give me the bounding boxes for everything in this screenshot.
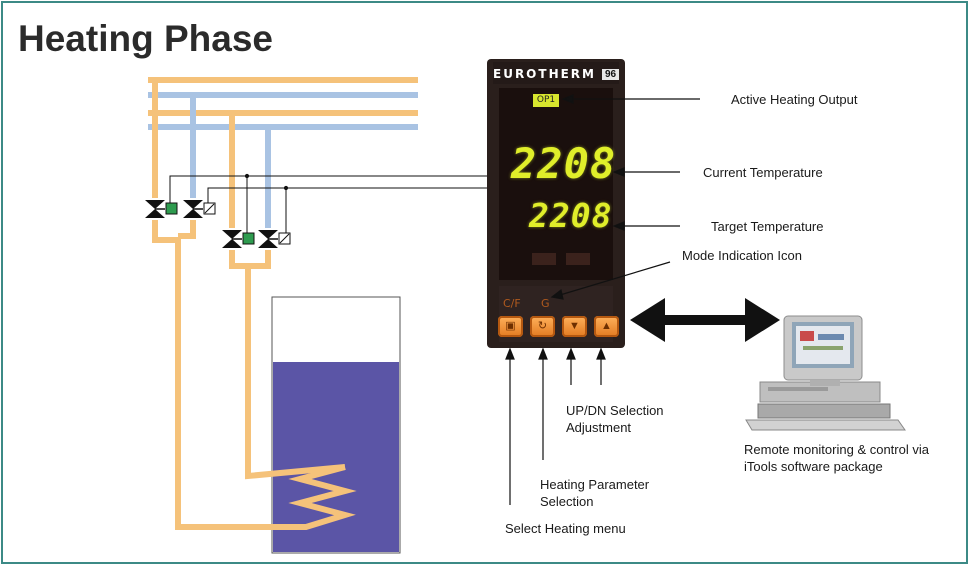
page-icon: ▣: [505, 320, 516, 332]
callout-target-temperature: Target Temperature: [711, 219, 824, 234]
controller-body: [487, 59, 625, 348]
output-indicator: OP1: [533, 94, 559, 107]
callout-remote-line2: iTools software package: [744, 459, 883, 474]
mode-label: G: [541, 297, 550, 310]
control-wires: [169, 173, 487, 233]
callout-select-heating-menu: Select Heating menu: [505, 521, 626, 536]
callout-remote-monitoring: Remote monitoring & control via iTools s…: [744, 441, 929, 475]
callout-current-temperature: Current Temperature: [703, 165, 823, 180]
target-temperature-display: 2208: [529, 196, 613, 235]
header-pipes: [148, 77, 418, 130]
unit-label: C/F: [503, 297, 521, 310]
model-badge: 96: [602, 68, 620, 80]
controller-brand: EUROTHERM 96: [493, 64, 620, 84]
callout-heating-parameter-line1: Heating Parameter: [540, 477, 650, 492]
callout-remote-line1: Remote monitoring & control via: [744, 442, 929, 457]
scroll-icon: ↻: [537, 320, 548, 332]
callout-updn-line2: Adjustment: [566, 420, 632, 435]
callout-heating-parameter-line2: Selection: [540, 494, 594, 509]
page-title: Heating Phase: [18, 18, 273, 59]
page-key[interactable]: ▣: [498, 316, 523, 337]
comm-arrow: [630, 298, 780, 342]
current-temperature-display: 2208: [511, 139, 617, 188]
callout-heating-parameter: Heating Parameter Selection: [540, 476, 649, 510]
down-arrow-icon: ▼: [569, 320, 580, 332]
valves: [145, 200, 291, 248]
callout-mode-icon: Mode Indication Icon: [682, 248, 802, 263]
coil-pipes: [152, 220, 357, 530]
up-arrow-icon: ▲: [601, 320, 612, 332]
eurotherm-logo: EUROTHERM: [493, 67, 596, 81]
up-key[interactable]: ▲: [594, 316, 619, 337]
scroll-key[interactable]: ↻: [530, 316, 555, 337]
tank-liquid: [273, 362, 399, 552]
callout-updn: UP/DN Selection Adjustment: [566, 402, 664, 436]
down-key[interactable]: ▼: [562, 316, 587, 337]
drop-pipes: [152, 80, 271, 228]
callout-active-output: Active Heating Output: [731, 92, 858, 107]
callout-arrows: [505, 94, 700, 505]
callout-updn-line1: UP/DN Selection: [566, 403, 664, 418]
computer-icon: [745, 315, 906, 431]
